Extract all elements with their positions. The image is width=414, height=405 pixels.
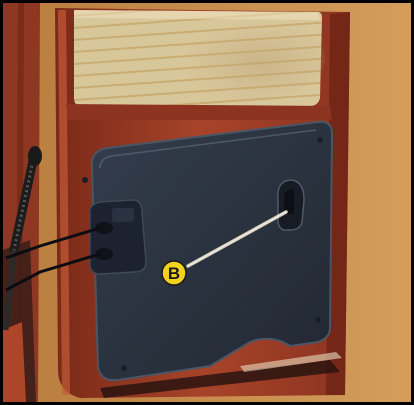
screw: [82, 177, 88, 183]
callout-letter: B: [168, 264, 180, 283]
callout-b: B: [162, 261, 186, 285]
door-latch-housing: [90, 200, 146, 274]
screw: [315, 317, 321, 323]
screw: [121, 365, 127, 371]
release-handle-recess: [278, 180, 304, 230]
screw: [317, 137, 323, 143]
